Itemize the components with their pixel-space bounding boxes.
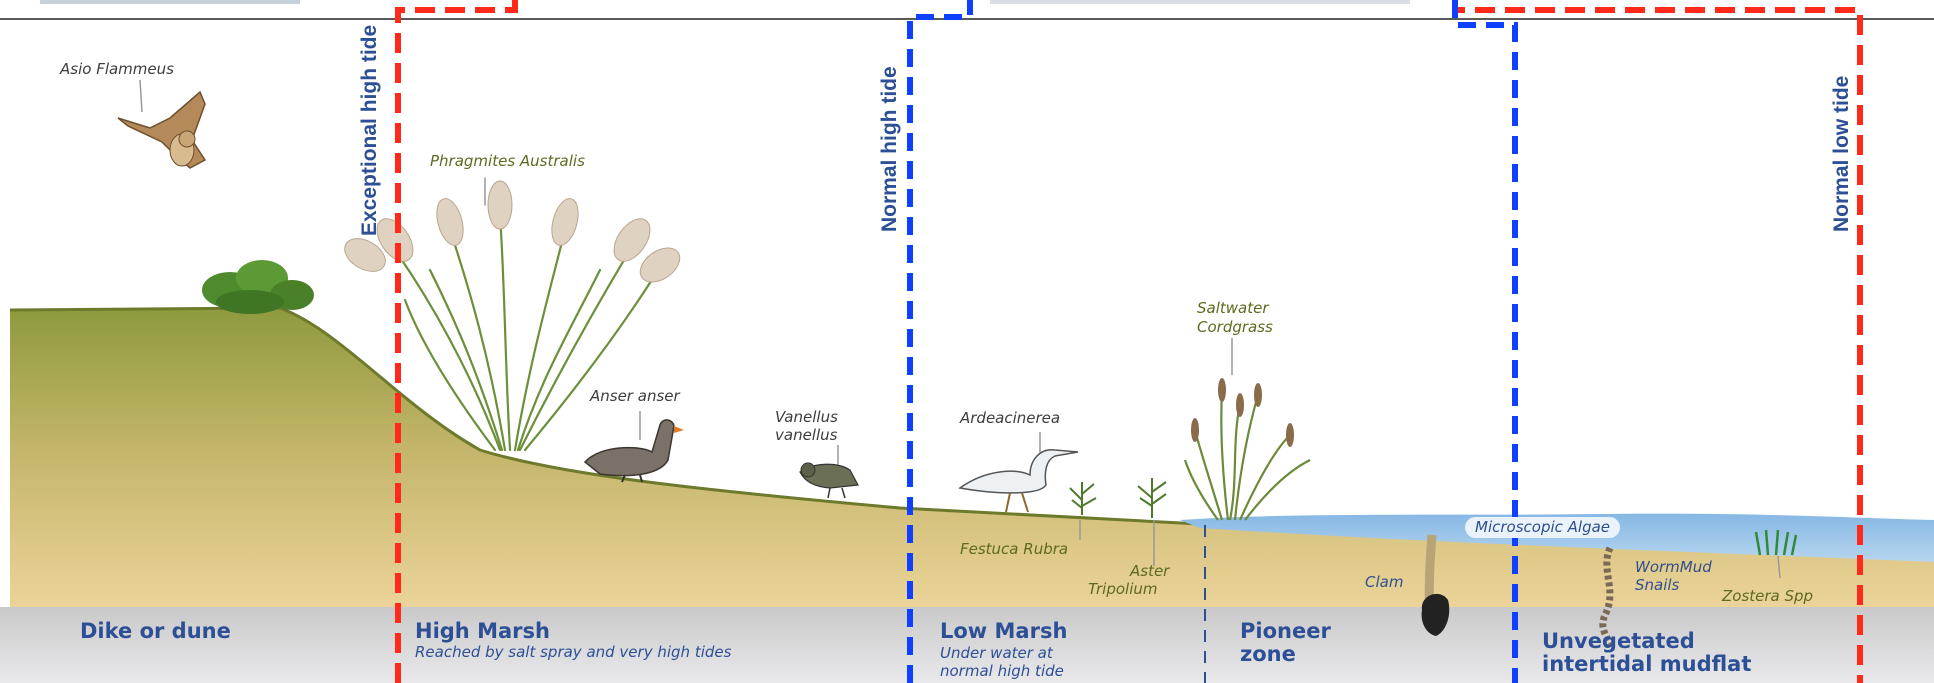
normal-low-tide-label: Normal low tide (1830, 76, 1854, 232)
aster-icon (1138, 478, 1166, 518)
zone-dike-title: Dike or dune (80, 620, 231, 643)
exceptional-high-tide-label: Exceptional high tide (358, 25, 382, 236)
festuca-label: Festuca Rubra (960, 540, 1068, 558)
lapwing-label-2: vanellus (775, 426, 837, 444)
goose-label: Anser anser (590, 387, 680, 405)
zostera-label: Zostera Spp (1722, 587, 1813, 605)
shrub-icon (202, 260, 314, 314)
lapwing-icon (800, 445, 858, 498)
zone-low-marsh-title: Low Marsh (940, 620, 1067, 643)
festuca-icon (1070, 482, 1096, 515)
aster-label-2: Tripolium (1088, 580, 1158, 598)
worm-label-2: Snails (1635, 576, 1679, 594)
zone-mudflat-title-2: intertidal mudflat (1542, 653, 1751, 676)
zone-pioneer-title-1: Pioneer (1240, 620, 1331, 643)
zone-mudflat-title-1: Unvegetated (1542, 630, 1695, 653)
cordgrass-label-2: Cordgrass (1197, 318, 1273, 336)
header-strip-right (990, 0, 1410, 4)
zone-high-marsh-subtitle: Reached by salt spray and very high tide… (415, 643, 731, 661)
heron-label: Ardeacinerea (960, 409, 1060, 427)
owl-label: Asio Flammeus (60, 60, 174, 78)
zone-high-marsh-title: High Marsh (415, 620, 550, 643)
zone-low-marsh-subtitle-2: normal high tide (940, 662, 1064, 680)
lapwing-label-1: Vanellus (775, 408, 838, 426)
goose-icon (585, 411, 684, 482)
reed-label: Phragmites Australis (430, 152, 585, 170)
cordgrass-label-1: Saltwater (1197, 299, 1269, 317)
aster-label-1: Aster (1130, 562, 1169, 580)
normal-high-tide-label: Normal high tide (878, 66, 902, 232)
owl-icon (118, 80, 205, 168)
clam-label: Clam (1365, 573, 1403, 591)
worm-label-1: WormMud (1635, 558, 1712, 576)
header-strip-left (40, 0, 300, 4)
zone-low-marsh-subtitle-1: Under water at (940, 644, 1053, 662)
cordgrass-heads (1191, 378, 1294, 447)
heron-icon (960, 432, 1078, 512)
zone-pioneer-title-2: zone (1240, 643, 1296, 666)
algae-label: Microscopic Algae (1465, 517, 1620, 538)
